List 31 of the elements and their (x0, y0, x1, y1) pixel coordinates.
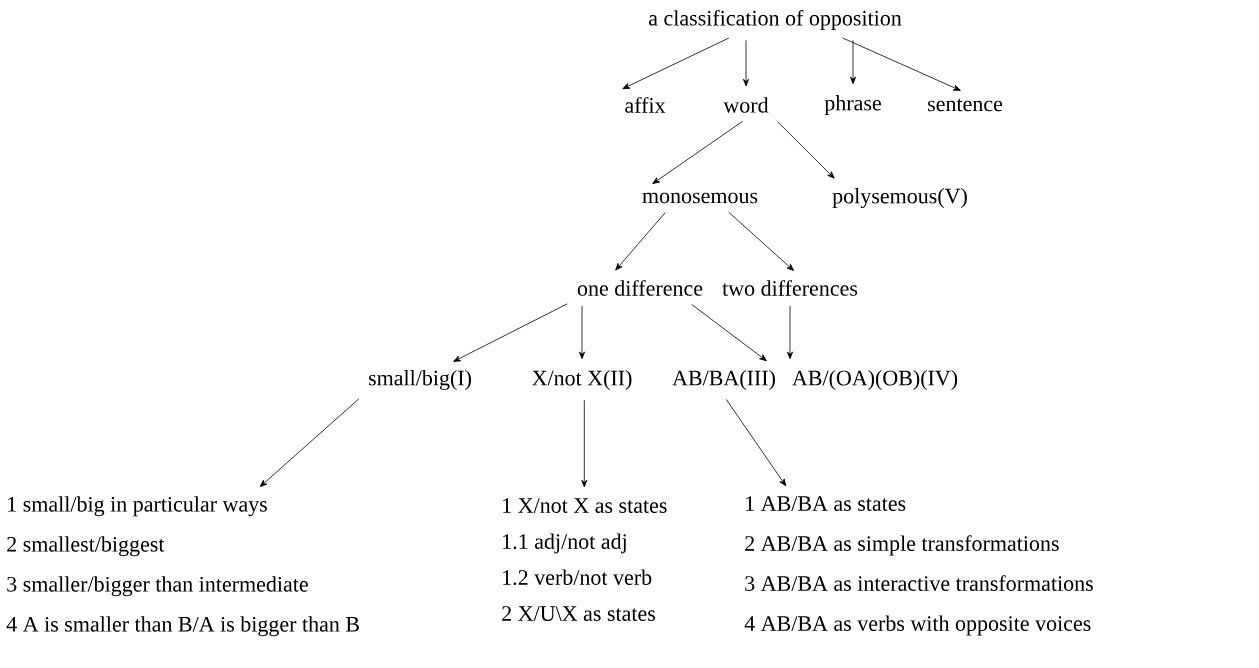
arrow (615, 212, 666, 271)
category-label: AB/(OA)(OB)(IV) (792, 370, 958, 390)
category-label: sentence (928, 98, 1003, 112)
arrow (453, 303, 568, 362)
category-label: word (723, 97, 769, 113)
category-label: one difference (577, 280, 703, 296)
category-label: monosemous (642, 192, 758, 204)
arrow (259, 398, 360, 487)
category-label: polysemous(V) (832, 188, 967, 208)
category-label: AB/BA(III) (672, 370, 775, 390)
arrow (725, 399, 787, 487)
category-label: small/big(I) (369, 370, 471, 390)
category-label: two differences (722, 280, 858, 296)
arrow (579, 305, 585, 360)
arrow (743, 39, 749, 87)
arrow (777, 121, 835, 179)
arrow (652, 120, 744, 184)
item-list: 1 AB/BA as states 2 AB/BA as simple transformations 3 AB/BA as interactive transformations 4 AB/BA as verbs with opposite voices (744, 496, 1093, 636)
arrow (691, 304, 767, 362)
arrow (787, 305, 793, 360)
category-label: phrase (824, 95, 881, 115)
item-list: 1 X/not X as states 1.1 adj/not adj 1.2 verb/not verb 2 X/U\X as states (502, 498, 667, 621)
arrow (622, 37, 730, 90)
arrow (842, 37, 961, 91)
arrow (728, 211, 794, 271)
item-list: 1 small/big in particular ways 2 smallest/biggest 3 smaller/bigger than intermediate 4 A is smaller than B/A is bigger than B (6, 496, 359, 637)
title: a classification of opposition (649, 9, 902, 31)
category-label: affix (625, 97, 666, 113)
arrow (850, 39, 856, 85)
category-label: X/not X(II) (532, 370, 632, 390)
arrow (581, 399, 588, 488)
